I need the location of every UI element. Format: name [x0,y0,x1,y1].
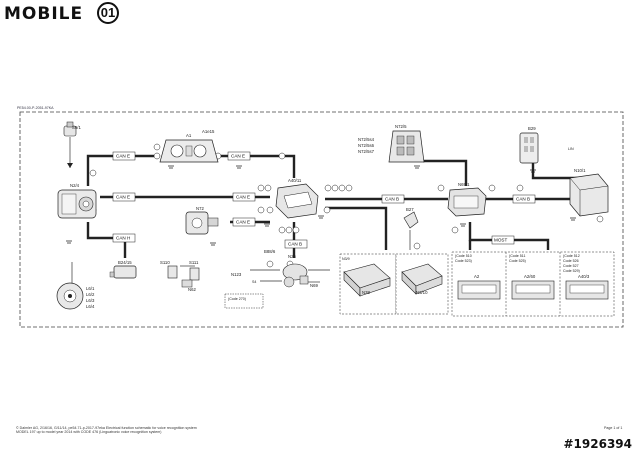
component-n72 [185,211,219,235]
label-l6-2: L6/2 [86,292,95,297]
component-n3-9 [447,187,487,217]
component-a2-60 [511,280,555,300]
bus-label-can-e-2: CAN E [231,154,245,159]
post-id-watermark: #1926394 [561,437,634,451]
label-n38-top: N3/9 [342,257,350,261]
bus-label-most: MOST [494,238,507,243]
label-n72: N72 [196,206,204,211]
label-code-510: (Code 510 [455,254,472,258]
component-a2 [457,280,501,300]
component-a40-3 [565,280,609,300]
footer-line-2: MODEL 197 up to model year 2014 with COD… [16,430,162,435]
label-n72-5s4: N72/5s4 [358,137,375,142]
label-l6-3: L6/3 [86,298,95,303]
footer-page-number: Page 1 of 1 [604,426,623,430]
component-b27 [403,211,419,229]
label-l6-1: L6/1 [86,286,95,291]
label-code-523: Code 523) [455,259,472,263]
label-code-270: (Code 270) [228,297,246,301]
label-a2: A2 [474,274,480,279]
bus-label-lin: LIN [568,147,574,151]
label-code-529: Code 529) [563,269,580,273]
site-logo: MOBILE [4,4,84,24]
label-n26: N26 [288,254,296,259]
ground-symbols [66,165,576,246]
label-b24-15: B24/15 [118,260,132,265]
component-l6 [56,282,84,310]
bus-label-can-b-1: CAN B [385,197,399,202]
label-s4: S4 [252,280,256,284]
header: MOBILE 01 [0,0,640,30]
component-b29 [519,132,539,164]
label-n69: N69 [310,283,318,288]
label-code-525: Code 525) [509,259,526,263]
bus-label-can-e-4: CAN E [236,195,250,200]
label-b29: B29 [528,126,536,131]
bus-label-can-e-5: CAN E [236,220,250,225]
logo-badge: 01 [97,2,119,24]
component-n72-5 [388,130,425,163]
label-b27: B27 [406,207,414,212]
footer-copyright: © Daimler AG, 2/16/16, G/11/14, pe54.71-… [16,426,216,435]
bus-label-can-e-1: CAN E [116,154,130,159]
label-code-527: Code 527 [563,264,579,268]
diagram-border [19,111,624,328]
label-n72-5: N72/5 [395,124,407,129]
label-code-512: (Code 512 [563,254,580,258]
label-s9-1: S9/1 [72,125,81,130]
label-n72-5s7: N72/5s7 [358,149,375,154]
component-n2-4 [57,189,97,219]
label-s110: S110 [160,260,170,265]
label-n38: N38 [362,290,370,295]
label-l6-4: L6/4 [86,304,95,309]
label-n10-1: N10/1 [574,168,586,173]
label-code-526: Code 526 [563,259,579,263]
label-n3-10: N3/10 [416,290,428,295]
label-n69-1: N69/1 [458,182,470,187]
label-n123: N123 [231,272,242,277]
component-s9-1 [63,121,77,137]
label-a40-11: A40/11 [288,178,302,183]
label-a40-3: A40/3 [578,274,590,279]
component-n69 [282,263,309,288]
component-s110-s111 [167,265,200,288]
bus-labels: CAN E CAN E CAN E CAN E CAN E CAN H CAN … [112,147,574,249]
footer-line-1: © Daimler AG, 2/16/16, G/11/14, pe54.71-… [16,426,197,430]
bus-lines [86,154,592,258]
component-a1 [159,139,219,163]
label-code-511: (Code 511 [509,254,526,258]
bus-label-can-b-3: CAN B [288,242,302,247]
component-n38 [343,263,391,297]
document-reference: PE54.00-P-2051-97KA [17,106,54,110]
label-a1: A1 [186,133,192,138]
label-n72-5s6: N72/5s6 [358,143,375,148]
component-a40-11 [275,183,319,219]
component-n10-1 [569,173,609,217]
label-a1e15: A1e15 [202,129,215,134]
bus-label-can-e-3: CAN E [116,195,130,200]
label-n62: N62 [188,287,196,292]
label-b88-6: B88/6 [264,249,276,254]
label-a2-60: A2/60 [524,274,536,279]
component-n3-10 [401,263,443,295]
bus-label-can-b-2: CAN B [516,197,530,202]
bus-label-can-h: CAN H [116,236,130,241]
component-b24-15 [109,265,137,279]
label-s111: S111 [189,260,199,265]
label-n2-4: N2/4 [70,183,80,188]
